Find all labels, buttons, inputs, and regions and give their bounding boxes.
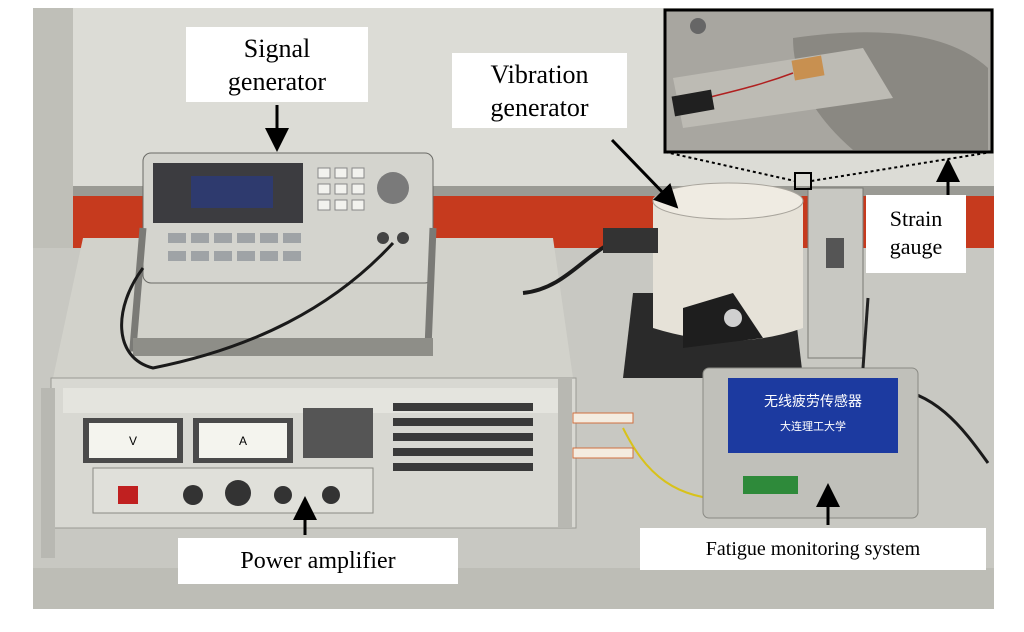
label-power-amplifier-text: Power amplifier: [240, 548, 396, 574]
label-fatigue-monitoring-text: Fatigue monitoring system: [705, 538, 921, 560]
signal-generator-device: [129, 152, 437, 356]
meter-v-label: V: [129, 434, 137, 448]
sensor-box-device: 无线疲劳传感器 大连理工大学: [702, 297, 919, 519]
label-vibration-generator: Vibration generator: [452, 53, 627, 128]
arrow-vibration-generator: [610, 138, 679, 209]
label-strain-gauge: Strain gauge: [866, 195, 966, 273]
vibration-generator-device: [603, 182, 864, 378]
sensor-box-sub: 大连理工大学: [780, 419, 846, 433]
label-power-amplifier: Power amplifier: [178, 538, 458, 584]
label-strain-gauge-line2: gauge: [889, 233, 943, 259]
strip-2: [572, 447, 634, 459]
meter-a-label: A: [239, 434, 247, 448]
strain-gauge-inset: [663, 8, 994, 154]
label-fatigue-monitoring: Fatigue monitoring system: [640, 528, 986, 570]
label-vibration-generator-line1: Vibration: [490, 60, 589, 89]
cable-signal: [120, 241, 395, 370]
label-signal-generator-line1: Signal: [243, 34, 311, 63]
label-signal-generator-line2: generator: [227, 66, 327, 96]
label-vibration-generator-line2: generator: [490, 92, 589, 122]
gray-rail: [73, 186, 994, 196]
label-signal-generator: Signal generator: [186, 27, 368, 102]
strip-1: [572, 412, 634, 424]
inset-callout-right: [810, 151, 993, 182]
inset-callout-left: [664, 151, 796, 182]
strain-gauge-location-box: [794, 172, 812, 190]
sensor-box-title: 无线疲劳传感器: [764, 393, 862, 410]
label-strain-gauge-line1: Strain: [889, 206, 943, 231]
